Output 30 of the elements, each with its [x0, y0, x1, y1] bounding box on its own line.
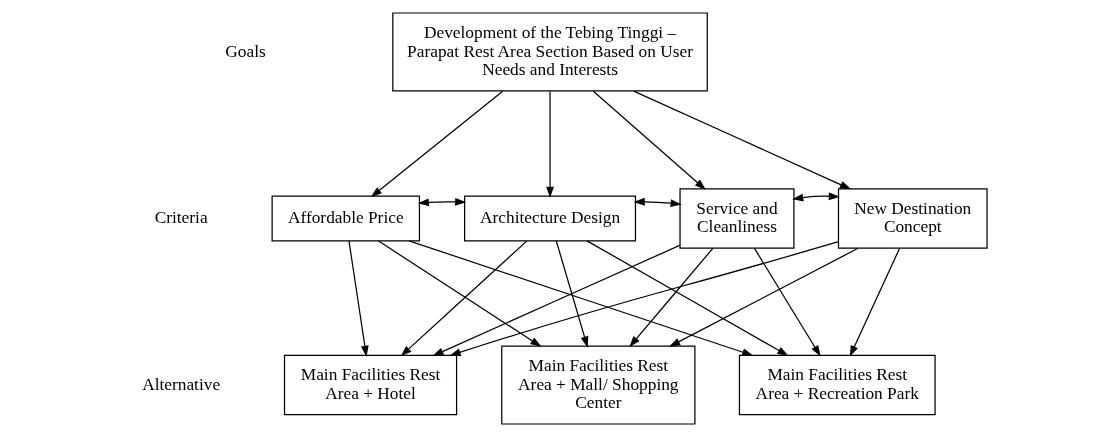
- arrow: [417, 197, 467, 207]
- node-box: Architecture Design: [464, 195, 637, 242]
- arrow: [633, 90, 852, 190]
- arrow: [370, 90, 504, 198]
- arrow: [792, 192, 840, 202]
- node-box: Main Facilities Rest Area + Recreation Park: [738, 354, 936, 416]
- node-box: Affordable Price: [271, 195, 421, 242]
- label: Goals: [225, 41, 266, 61]
- node-box: New Destination Concept: [837, 188, 988, 249]
- arrow: [555, 240, 589, 348]
- node-box: Service and Cleanliness: [679, 188, 795, 249]
- arrow: [669, 247, 859, 347]
- arrow: [753, 247, 821, 357]
- arrow: [633, 197, 682, 208]
- label: Criteria: [154, 208, 208, 228]
- arrow: [377, 240, 542, 347]
- label: Alternative: [142, 374, 221, 394]
- arrow: [629, 247, 714, 348]
- arrow: [449, 241, 840, 357]
- arrow: [408, 240, 754, 356]
- arrow: [400, 240, 528, 357]
- arrow: [849, 247, 901, 357]
- arrow: [546, 90, 554, 198]
- arrow: [348, 240, 369, 357]
- arrow: [592, 90, 706, 190]
- arrow: [586, 240, 789, 356]
- node-box: Main Facilities Rest Area + Hotel: [283, 354, 458, 416]
- arrow: [432, 244, 681, 357]
- node-box: Development of the Tebing Tinggi – Parapat Rest Area Section Based on User Needs and Interests: [392, 12, 708, 92]
- node-box: Main Facilities Rest Area + Mall/ Shopping Center: [501, 345, 696, 425]
